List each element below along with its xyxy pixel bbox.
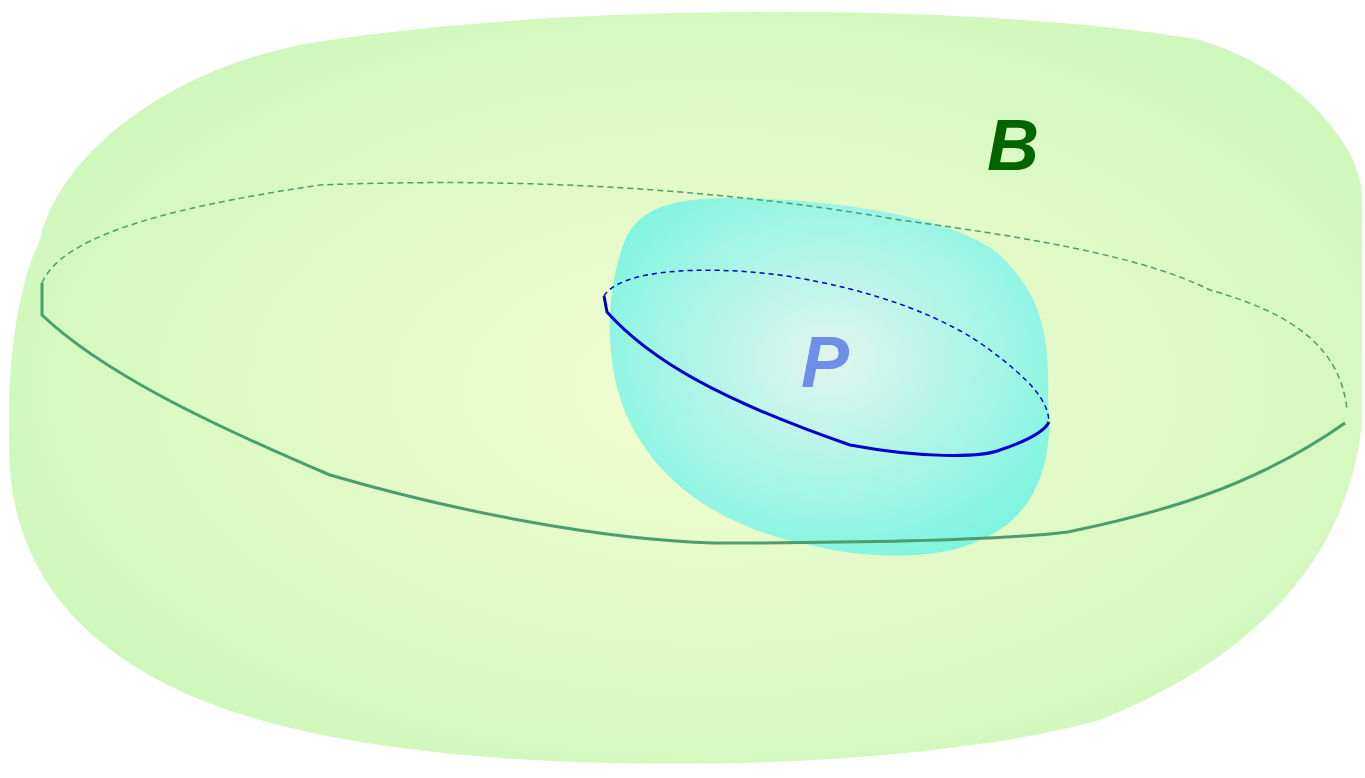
blob-fill bbox=[9, 12, 1362, 764]
inner-equator-back bbox=[604, 270, 1049, 422]
inner-body: P bbox=[600, 195, 1060, 560]
body-label: P bbox=[801, 326, 849, 398]
outer-equator-front bbox=[42, 283, 1345, 543]
outer-equator-back bbox=[42, 183, 1347, 410]
inner-equator-front bbox=[604, 296, 1049, 455]
body-label: B bbox=[987, 109, 1039, 181]
blob-fill bbox=[610, 198, 1049, 556]
